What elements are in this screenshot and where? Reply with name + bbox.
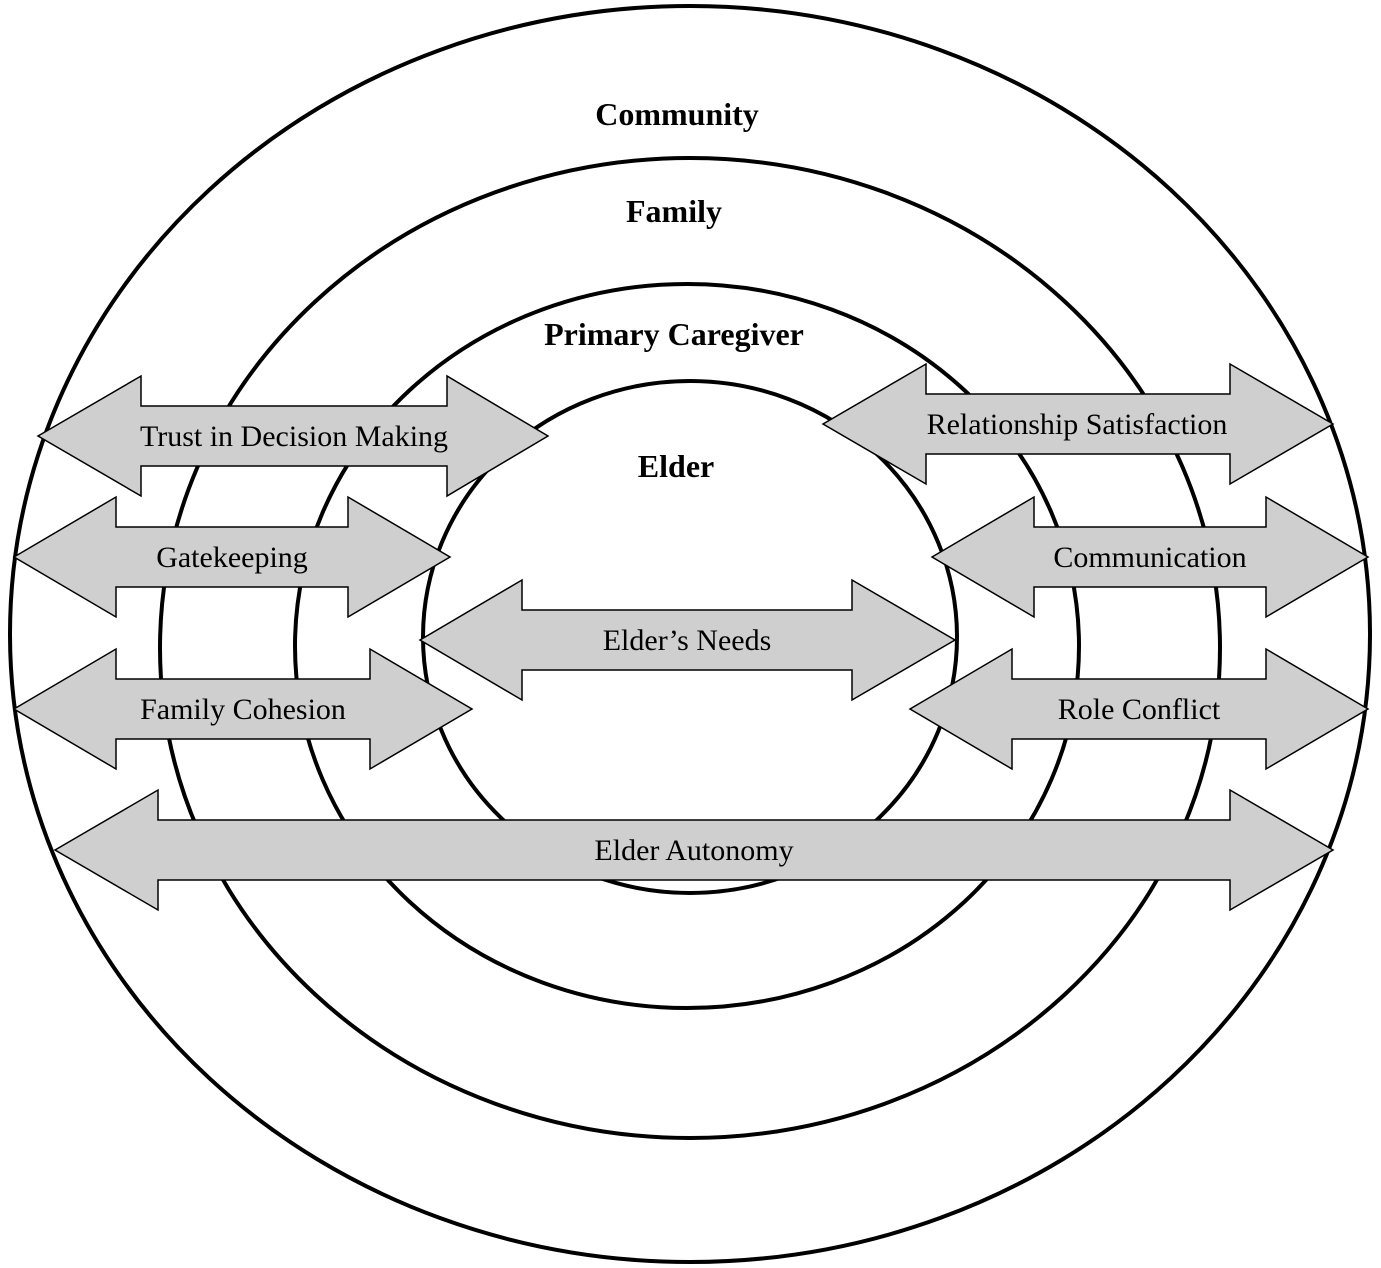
arrow-role-conflict <box>908 647 1370 771</box>
arrow-label-elder-autonomy: Elder Autonomy <box>594 834 793 867</box>
ring-family <box>158 156 1222 1140</box>
arrow-elder-autonomy <box>53 788 1335 912</box>
arrow-label-trust: Trust in Decision Making <box>140 420 448 453</box>
arrow-family-cohesion <box>12 647 474 771</box>
arrow-label-communication: Communication <box>1053 541 1246 574</box>
arrow-communication <box>930 495 1370 619</box>
arrow-gatekeeping <box>12 495 452 619</box>
arrow-label-elders-needs: Elder’s Needs <box>603 624 772 657</box>
ring-elder <box>421 379 959 895</box>
ring-label-family: Family <box>626 193 722 229</box>
arrow-label-gatekeeping: Gatekeeping <box>156 541 308 574</box>
ring-label-elder: Elder <box>638 448 714 484</box>
ring-label-primary-caregiver: Primary Caregiver <box>544 316 804 352</box>
ring-community <box>8 4 1372 1264</box>
arrow-elders-needs <box>418 578 957 702</box>
arrow-label-family-cohesion: Family Cohesion <box>140 693 346 726</box>
arrow-label-role-conflict: Role Conflict <box>1058 693 1221 726</box>
ring-label-community: Community <box>595 96 759 132</box>
arrow-trust-in-decision-making <box>36 374 550 498</box>
arrow-relationship-satisfaction <box>821 362 1335 486</box>
arrow-label-relationship: Relationship Satisfaction <box>927 408 1228 441</box>
ring-primary-caregiver <box>293 282 1081 1010</box>
